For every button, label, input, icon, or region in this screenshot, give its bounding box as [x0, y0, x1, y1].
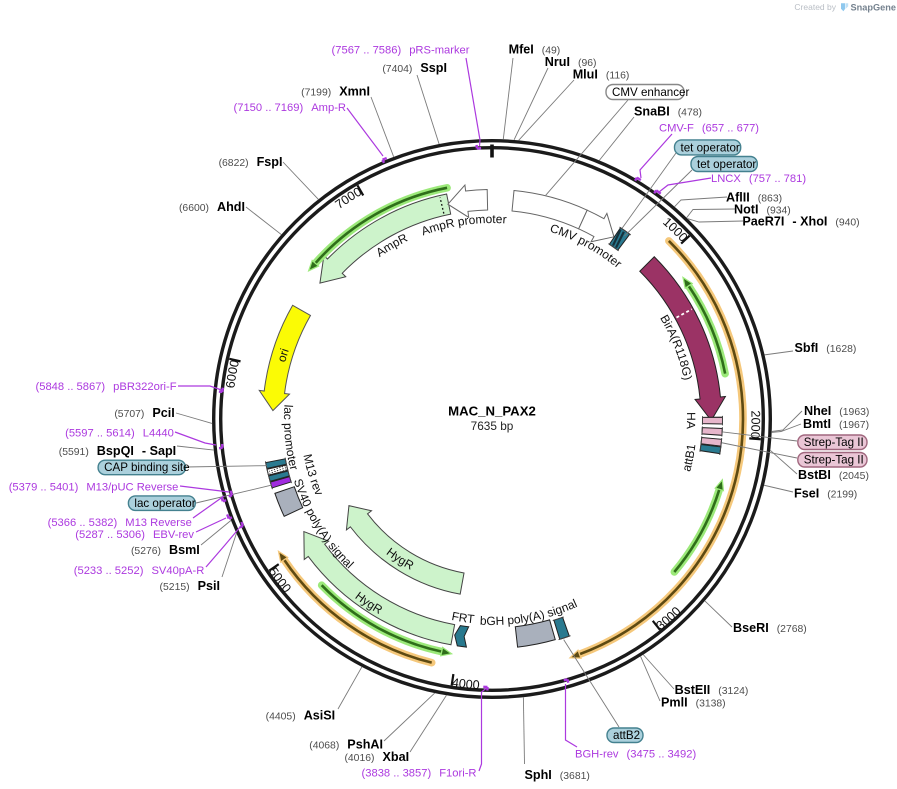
svg-text:BGH-rev(3475 .. 3492): BGH-rev(3475 .. 3492): [575, 749, 696, 761]
svg-text:(5366 .. 5382)M13 Reverse: (5366 .. 5382)M13 Reverse: [48, 517, 192, 529]
svg-text:(7567 .. 7586)pRS-marker: (7567 .. 7586)pRS-marker: [332, 45, 470, 57]
svg-text:CMV-F(657 .. 677): CMV-F(657 .. 677): [659, 123, 759, 135]
svg-text:BseRI(2768): BseRI(2768): [733, 621, 807, 635]
svg-text:SbfI(1628): SbfI(1628): [795, 341, 857, 355]
svg-text:tet operator: tet operator: [681, 141, 740, 154]
svg-text:6000: 6000: [223, 359, 242, 389]
svg-text:ori: ori: [274, 347, 291, 364]
svg-text:SnaBI(478): SnaBI(478): [634, 105, 702, 119]
svg-text:(6600)AhdI: (6600)AhdI: [179, 200, 245, 214]
svg-text:(3838 .. 3857)F1ori-R: (3838 .. 3857)F1ori-R: [362, 768, 477, 780]
svg-text:Strep-Tag II: Strep-Tag II: [804, 436, 864, 449]
svg-text:NheI(1963): NheI(1963): [804, 404, 869, 418]
svg-text:NotI(934): NotI(934): [734, 203, 791, 217]
svg-text:(7199)XmnI: (7199)XmnI: [301, 85, 370, 99]
svg-text:(4016)XbaI: (4016)XbaI: [344, 750, 409, 764]
svg-text:attB2: attB2: [613, 729, 640, 742]
svg-text:(5276)BsmI: (5276)BsmI: [131, 543, 200, 557]
svg-text:Created by: Created by: [794, 2, 836, 12]
svg-text:PaeR7I- XhoI(940): PaeR7I- XhoI(940): [742, 215, 859, 229]
svg-text:tet operator: tet operator: [697, 158, 756, 171]
svg-text:4000: 4000: [451, 676, 480, 693]
svg-text:HA: HA: [684, 412, 698, 429]
svg-text:(5233 .. 5252)SV40pA-R: (5233 .. 5252)SV40pA-R: [74, 565, 205, 577]
svg-text:(4405)AsiSI: (4405)AsiSI: [266, 709, 336, 723]
svg-text:(6822)FspI: (6822)FspI: [219, 155, 283, 169]
svg-text:BstEII(3124): BstEII(3124): [675, 683, 749, 697]
svg-text:FRT: FRT: [451, 609, 476, 626]
svg-text:lac operator: lac operator: [134, 497, 195, 510]
svg-text:CAP binding site: CAP binding site: [104, 461, 190, 474]
svg-text:(5379 .. 5401)M13/pUC Reverse: (5379 .. 5401)M13/pUC Reverse: [9, 482, 179, 494]
svg-text:(5848 .. 5867)pBR322ori-F: (5848 .. 5867)pBR322ori-F: [36, 381, 177, 393]
svg-text:AflII(863): AflII(863): [726, 191, 782, 205]
svg-text:Strep-Tag II: Strep-Tag II: [804, 454, 864, 467]
svg-text:(4068)PshAI: (4068)PshAI: [309, 738, 383, 752]
svg-text:MfeI(49): MfeI(49): [509, 43, 561, 57]
svg-text:(5591)BspQI- SapI: (5591)BspQI- SapI: [59, 444, 176, 458]
svg-text:FseI(2199): FseI(2199): [794, 487, 857, 501]
svg-text:attB1: attB1: [679, 443, 698, 473]
svg-text:MluI(116): MluI(116): [573, 68, 630, 82]
svg-text:PmlI(3138): PmlI(3138): [661, 696, 726, 710]
svg-text:SnapGene: SnapGene: [851, 3, 896, 13]
svg-text:LNCX(757 .. 781): LNCX(757 .. 781): [711, 173, 806, 185]
svg-text:NruI(96): NruI(96): [545, 55, 597, 69]
svg-text:(5287 .. 5306)EBV-rev: (5287 .. 5306)EBV-rev: [75, 529, 194, 541]
svg-text:MAC_N_PAX2: MAC_N_PAX2: [448, 404, 536, 419]
svg-text:(7150 .. 7169)Amp-R: (7150 .. 7169)Amp-R: [234, 102, 346, 114]
svg-text:7635 bp: 7635 bp: [471, 419, 514, 433]
svg-text:SphI(3681): SphI(3681): [525, 768, 590, 782]
svg-text:BstBI(2045): BstBI(2045): [798, 468, 869, 482]
svg-text:(5597 .. 5614)L4440: (5597 .. 5614)L4440: [65, 428, 174, 440]
svg-text:(5707)PciI: (5707)PciI: [114, 406, 174, 420]
svg-text:(5215)PsiI: (5215)PsiI: [160, 579, 220, 593]
svg-text:(7404)SspI: (7404)SspI: [382, 61, 447, 75]
svg-text:CMV enhancer: CMV enhancer: [612, 86, 689, 99]
svg-text:BmtI(1967): BmtI(1967): [803, 417, 869, 431]
